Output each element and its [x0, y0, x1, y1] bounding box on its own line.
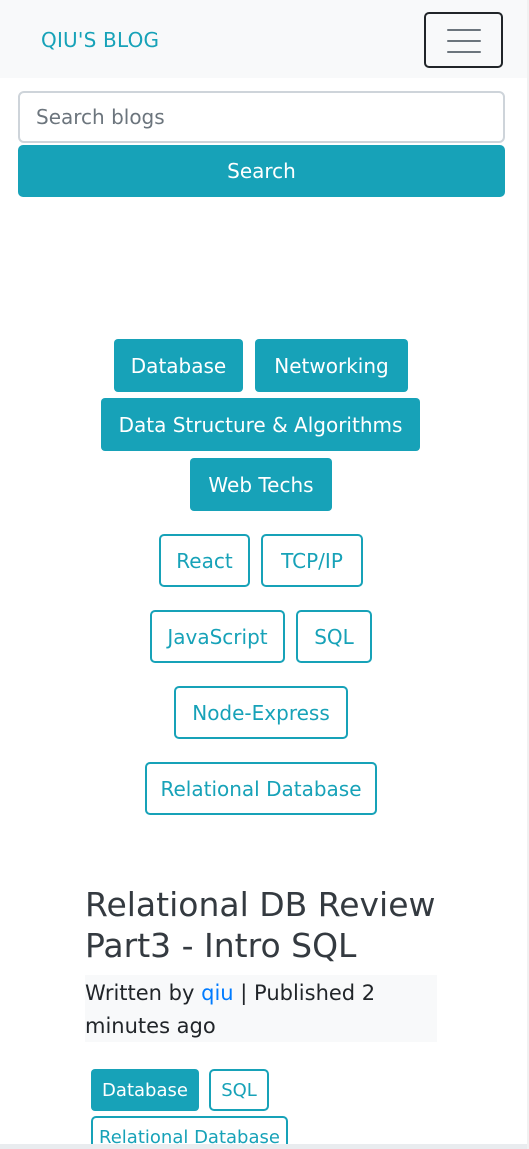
tag-button-tcp-ip[interactable]: TCP/IP — [261, 534, 363, 587]
post-author-link[interactable]: qiu — [201, 981, 234, 1005]
category-button-data-structure-algorithms[interactable]: Data Structure & Algorithms — [101, 398, 420, 451]
navbar: QIU'S BLOG — [0, 0, 527, 78]
category-button-web-techs[interactable]: Web Techs — [190, 458, 332, 511]
tag-button-react[interactable]: React — [159, 534, 250, 587]
post-meta-prefix: Written by — [85, 981, 202, 1005]
scrollbar[interactable] — [527, 0, 529, 1149]
tag-button-node-express[interactable]: Node-Express — [174, 686, 348, 739]
category-button-database[interactable]: Database — [114, 339, 243, 392]
search-input[interactable] — [18, 91, 505, 143]
post-tag-sql[interactable]: SQL — [209, 1069, 269, 1111]
post-tag-relational-database[interactable]: Relational Database — [91, 1116, 288, 1149]
brand-link[interactable]: QIU'S BLOG — [41, 28, 160, 52]
tag-button-relational-database[interactable]: Relational Database — [145, 762, 377, 815]
navbar-toggler-button[interactable] — [424, 12, 503, 68]
search-button[interactable]: Search — [18, 145, 505, 197]
post-category-badge[interactable]: Database — [91, 1069, 199, 1111]
category-button-networking[interactable]: Networking — [255, 339, 408, 392]
tag-button-sql[interactable]: SQL — [296, 610, 372, 663]
bottom-divider — [0, 1144, 529, 1149]
post-meta-suffix: | Published 2 minutes ago — [85, 981, 376, 1038]
tag-button-javascript[interactable]: JavaScript — [150, 610, 285, 663]
post-meta: Written by qiu | Published 2 minutes ago — [85, 975, 437, 1042]
post-title[interactable]: Relational DB Review Part3 - Intro SQL — [85, 885, 436, 965]
